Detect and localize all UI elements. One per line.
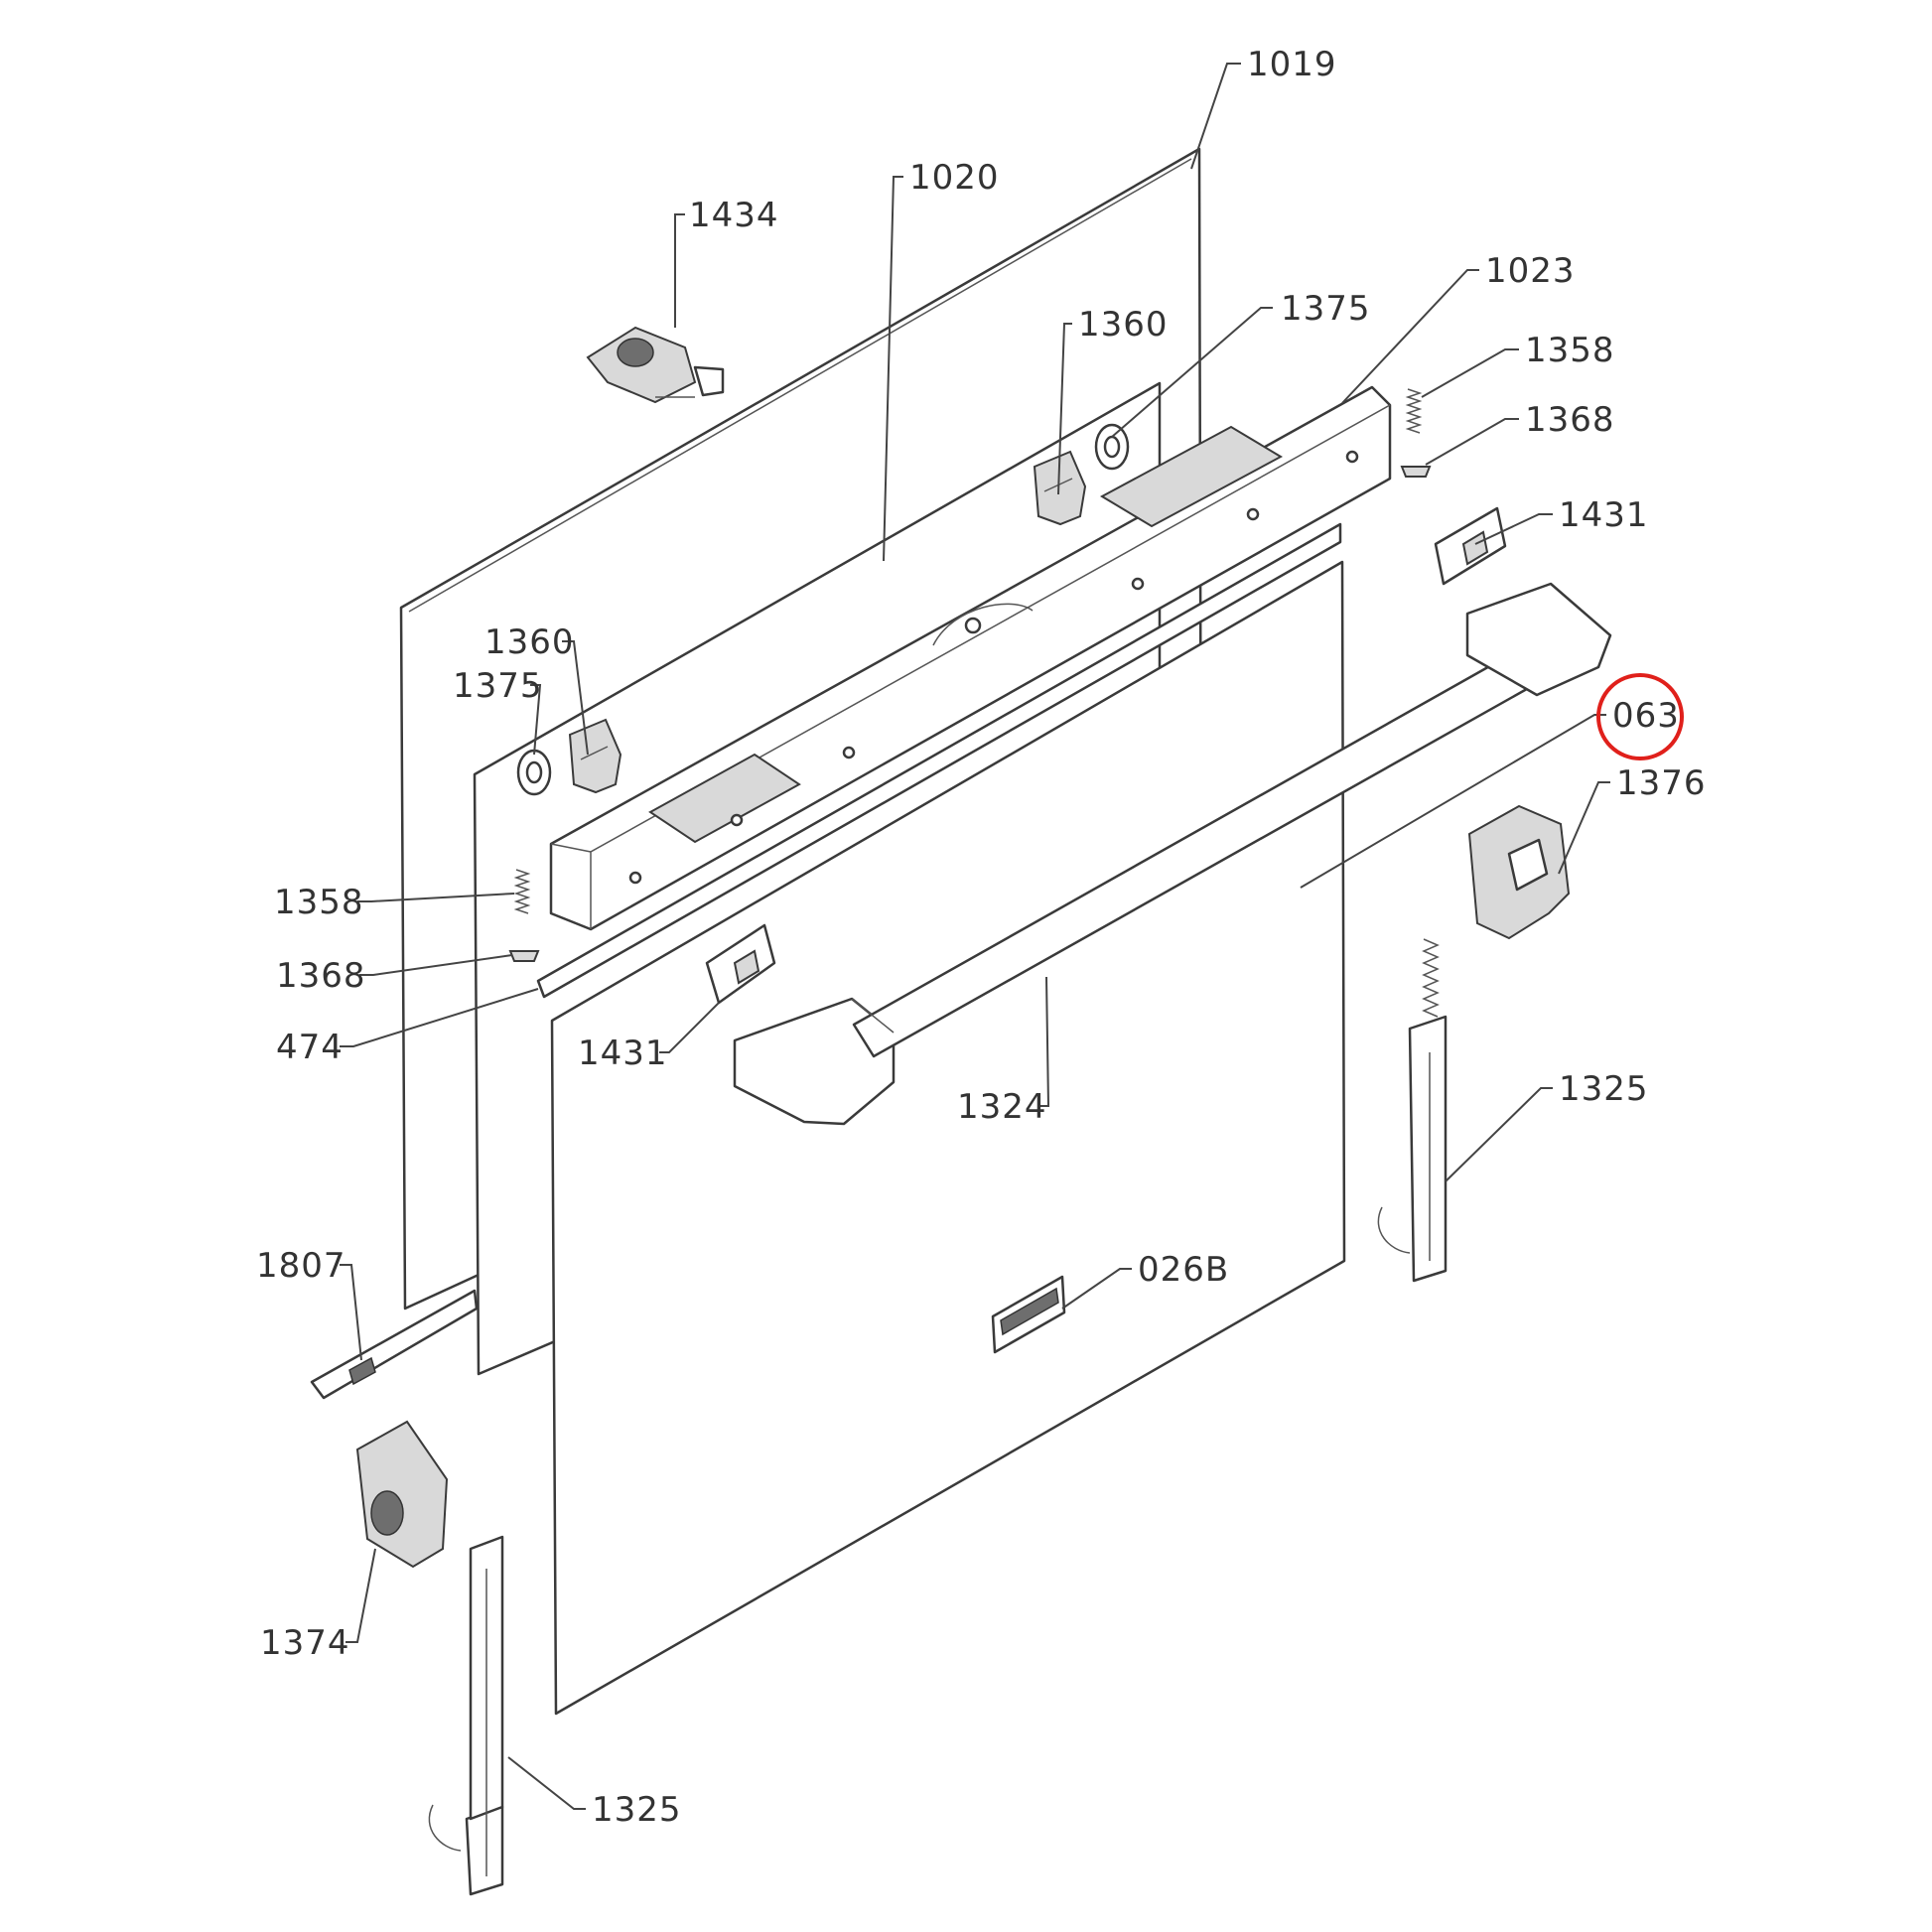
- label-1358-left[interactable]: 1358: [274, 883, 364, 922]
- panel-cutout-line: [932, 603, 1034, 646]
- label-1325-bottom[interactable]: 1325: [592, 1790, 682, 1830]
- door-handle-1324: [733, 582, 1612, 1126]
- label-1807[interactable]: 1807: [256, 1246, 346, 1286]
- label-1375-top[interactable]: 1375: [1281, 289, 1371, 329]
- label-1023[interactable]: 1023: [1485, 251, 1576, 291]
- hinge-1325-right: [1377, 938, 1448, 1283]
- label-1324[interactable]: 1324: [957, 1087, 1047, 1127]
- hinge-receiver-1376: [1467, 804, 1571, 940]
- label-1368-left[interactable]: 1368: [276, 956, 366, 996]
- label-1431-left[interactable]: 1431: [578, 1034, 668, 1073]
- clip-1360-left: [568, 718, 622, 794]
- cap-1368-top: [1400, 466, 1432, 478]
- nameplate-026B: [991, 1275, 1066, 1354]
- label-1374[interactable]: 1374: [260, 1623, 350, 1663]
- label-1020[interactable]: 1020: [909, 158, 1000, 198]
- leader-lines: [340, 63, 1610, 1810]
- panel-screw: [964, 617, 982, 634]
- cap-1368-left: [508, 950, 540, 962]
- top-frame-profile: [549, 385, 1392, 931]
- label-1325-right[interactable]: 1325: [1559, 1069, 1649, 1109]
- front-glass-panel: [550, 560, 1346, 1716]
- label-1360-left[interactable]: 1360: [484, 622, 575, 662]
- label-474[interactable]: 474: [276, 1028, 344, 1067]
- label-1375-left[interactable]: 1375: [453, 666, 543, 706]
- label-1368-top[interactable]: 1368: [1525, 400, 1615, 440]
- clip-1360-top: [1033, 450, 1087, 526]
- handle-bracket-1431-left: [705, 923, 776, 1005]
- seal-strip-474: [536, 522, 1342, 999]
- door-lock-1434: [586, 326, 725, 404]
- label-1019[interactable]: 1019: [1247, 45, 1337, 84]
- spring-1358-left: [513, 869, 531, 914]
- rail-1807: [310, 1289, 479, 1400]
- hinge-receiver-1374: [355, 1420, 449, 1569]
- label-1376[interactable]: 1376: [1616, 763, 1707, 803]
- hinge-1325-bottom: [428, 1535, 504, 1896]
- spring-1358-top: [1405, 388, 1423, 434]
- highlight-ring: [1596, 673, 1684, 760]
- label-063[interactable]: 063: [1612, 696, 1680, 736]
- label-026B[interactable]: 026B: [1138, 1250, 1229, 1290]
- part-labels: 1019 1020 1434 1360 1375 1023 1358 1368 …: [256, 45, 1707, 1830]
- label-1434[interactable]: 1434: [689, 196, 779, 235]
- label-1431-top[interactable]: 1431: [1559, 495, 1649, 535]
- label-1360-top[interactable]: 1360: [1078, 305, 1169, 345]
- handle-bracket-1431-top: [1434, 506, 1507, 586]
- label-1358-top[interactable]: 1358: [1525, 331, 1615, 370]
